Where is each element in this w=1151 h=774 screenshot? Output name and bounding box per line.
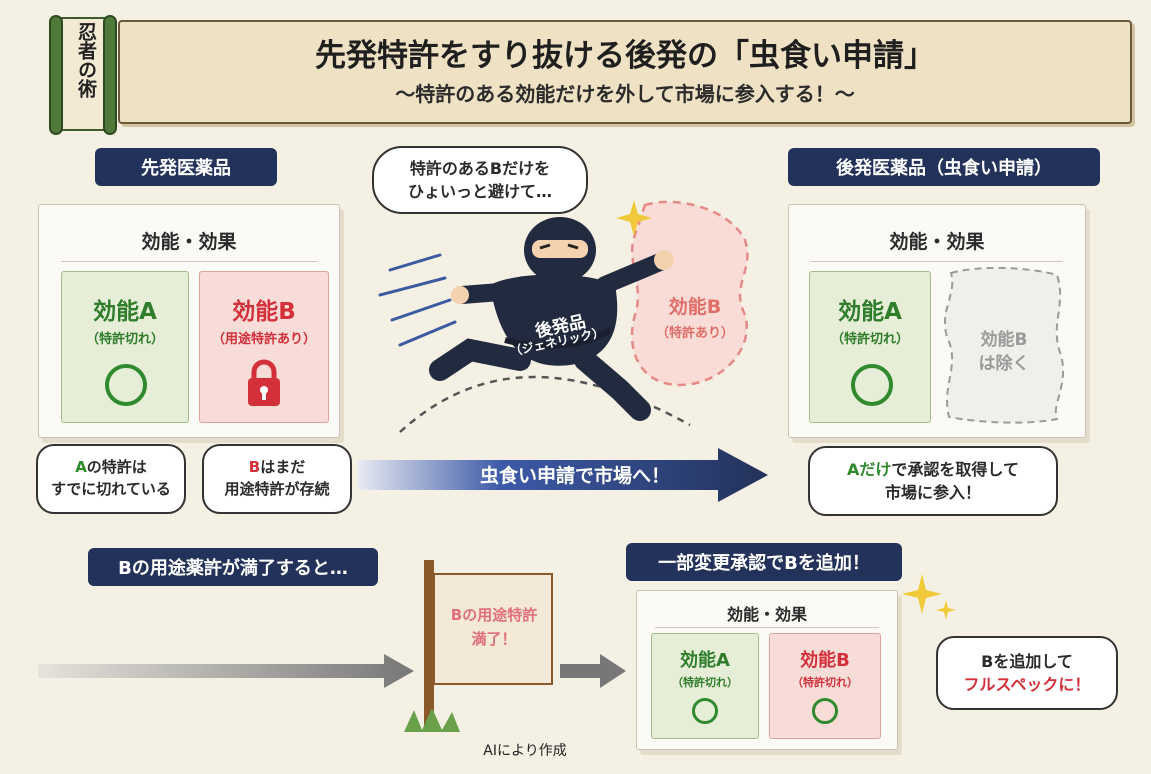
right-card-a: 効能A （特許切れ） xyxy=(809,271,931,423)
left-bubble-b-line2: 用途特許が存続 xyxy=(224,480,330,498)
right-card-a-title: 効能A xyxy=(838,299,902,325)
market-arrow xyxy=(358,448,768,502)
bottom-bubble-line2: フルスペックに！ xyxy=(963,675,1091,694)
right-bubble-line1: で承認を取得して xyxy=(891,459,1019,479)
ninja-speech-bubble: 特許のあるBだけを ひょいっと避けて… xyxy=(372,146,588,214)
left-bubble-b-line1: はまだ xyxy=(260,458,306,477)
timeline-arrow-left xyxy=(38,654,414,688)
left-bubble-a: Aの特許は すでに切れている xyxy=(36,444,186,514)
left-bubble-a-line2: すでに切れている xyxy=(51,480,171,498)
left-card-b-sub: （用途特許あり） xyxy=(211,332,316,347)
left-paper-divider xyxy=(61,261,317,262)
bottom-card-b-sub: （特許切れ） xyxy=(792,676,858,689)
left-bubble-b: Bはまだ 用途特許が存続 xyxy=(202,444,352,514)
ninja-speech-line1: 特許のあるBだけを xyxy=(409,158,551,178)
ok-circle-icon xyxy=(851,364,893,406)
bottom-bubble: Bを追加して フルスペックに！ xyxy=(936,636,1118,710)
market-arrow-label: 虫食い申請で市場へ！ xyxy=(479,465,670,487)
left-card-a-title: 効能A xyxy=(93,299,157,325)
sign-line1: Bの用途特許 xyxy=(450,606,538,624)
removed-effect-b xyxy=(939,265,1069,425)
left-card-b: 効能B （用途特許あり） xyxy=(199,271,329,423)
left-label: 先発医薬品 xyxy=(95,148,277,186)
ok-circle-icon xyxy=(812,698,838,724)
left-bubble-b-hl: B xyxy=(248,458,261,477)
ok-circle-icon xyxy=(105,364,147,406)
bottom-right-label: 一部変更承認でBを追加！ xyxy=(626,543,902,581)
left-card-b-title: 効能B xyxy=(232,299,296,325)
bottom-card-b: 効能B （特許切れ） xyxy=(769,633,881,739)
right-paper-divider xyxy=(811,261,1063,262)
scroll-tag: 忍者の術 xyxy=(75,22,97,98)
left-paper-title: 効能・効果 xyxy=(141,231,237,253)
right-bubble: Aだけで承認を取得して 市場に参入！ xyxy=(808,446,1058,516)
bottom-card-b-title: 効能B xyxy=(800,650,850,671)
left-bubble-a-line1: の特許は xyxy=(86,458,147,477)
bottom-card-a-sub: （特許切れ） xyxy=(672,676,738,689)
bottom-card-a: 効能A （特許切れ） xyxy=(651,633,759,739)
bottom-left-label: Bの用途薬許が満了すると… xyxy=(88,548,378,586)
left-paper: 効能・効果 効能A （特許切れ） 効能B （用途特許あり） xyxy=(38,204,340,438)
ok-circle-icon xyxy=(692,698,718,724)
ninja-illustration xyxy=(370,200,770,450)
right-paper: 効能・効果 効能A （特許切れ） 効能B は除く xyxy=(788,204,1086,438)
removed-effect-b-line2: は除く xyxy=(978,354,1030,374)
left-card-a-sub: （特許切れ） xyxy=(85,332,164,347)
ghost-card-sub: （特許あり） xyxy=(655,326,734,341)
bottom-paper: 効能・効果 効能A （特許切れ） 効能B （特許切れ） xyxy=(636,590,898,750)
title-banner xyxy=(118,20,1132,124)
removed-effect-b-line1: 効能B xyxy=(980,330,1028,350)
scroll-icon xyxy=(40,10,122,136)
page-subtitle: 〜特許のある効能だけを外して市場に参入する！〜 xyxy=(395,82,855,106)
bottom-card-a-title: 効能A xyxy=(680,650,730,671)
right-paper-title: 効能・効果 xyxy=(889,231,985,253)
left-bubble-a-hl: A xyxy=(75,458,87,477)
sign-line2: 満了！ xyxy=(471,630,517,648)
right-label: 後発医薬品（虫食い申請） xyxy=(788,148,1100,186)
signpost xyxy=(404,560,554,735)
credit: AIにより作成 xyxy=(483,743,567,759)
ninja-speech-line2: ひょいっと避けて… xyxy=(407,182,552,201)
bottom-paper-divider xyxy=(655,627,879,628)
page-title: 先発特許をすり抜ける後発の「虫食い申請」 xyxy=(315,38,935,74)
ghost-card-title: 効能B xyxy=(668,296,722,318)
bottom-bubble-line1: Bを追加して xyxy=(981,651,1073,671)
right-bubble-hl: Aだけ xyxy=(847,459,892,479)
timeline-arrow-right xyxy=(560,654,626,688)
right-card-a-sub: （特許切れ） xyxy=(830,332,909,347)
left-card-a: 効能A （特許切れ） xyxy=(61,271,189,423)
sparkle-icon xyxy=(900,570,960,630)
lock-icon xyxy=(244,358,284,408)
right-bubble-line2: 市場に参入！ xyxy=(884,483,981,502)
bottom-paper-title: 効能・効果 xyxy=(726,605,807,624)
